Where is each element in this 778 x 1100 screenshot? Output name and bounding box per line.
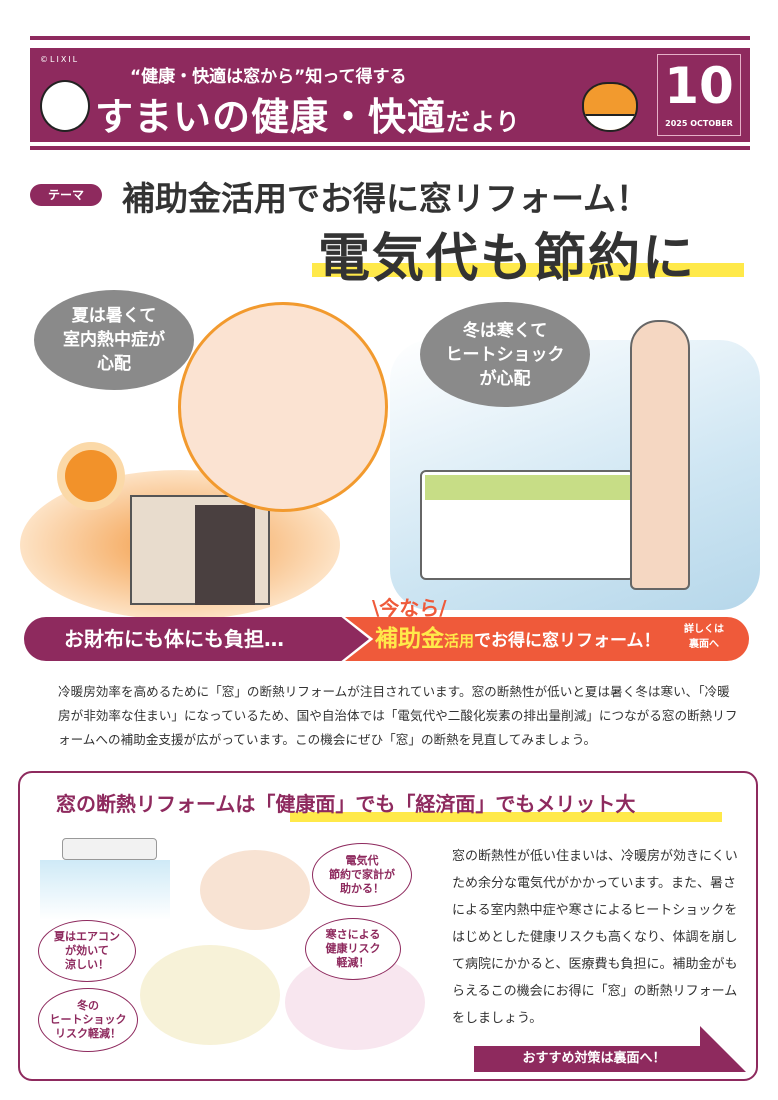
happy-couple-illustration [200,850,310,930]
now-label: \今なら/ [372,596,447,620]
copyright: ©LIXIL [40,55,80,64]
theme-badge: テーマ [30,184,102,206]
merit-box [18,771,758,1081]
bubble-heatshock: 冬の ヒートショック リスク軽減！ [38,988,138,1052]
sun-icon [65,450,117,502]
bath-illustration [140,945,280,1045]
issue-date: 2025 OCTOBER [665,119,733,128]
bubble-health: 寒さによる 健康リスク 軽減！ [305,918,401,980]
title-main: すまいの健康・快適 [95,95,447,139]
frog-mascot-icon [582,82,638,132]
cool-air [40,860,170,920]
chick-mascot-icon [40,80,90,132]
issue-number: 10 [664,57,734,115]
merit-title: 窓の断熱リフォームは「健康面」でも「経済面」でもメリット大 [56,792,636,816]
shivering-man-illustration [630,320,690,590]
newsletter-title: すまいの健康・快適だより [95,86,521,141]
house-dark-wall [195,505,255,605]
subsidy-text: 補助金 [375,626,444,652]
theme-title: 補助金活用でお得に窓リフォーム！ [122,179,650,218]
see-back-note: 詳しくは 裏面へ [684,624,724,650]
highlight-bar [312,263,744,277]
issue-box: 10 2025 OCTOBER [657,54,741,136]
banner-rest: でお得に窓リフォーム！ [474,631,661,651]
bubble-winter: 冬は寒くて ヒートショック が心配 [420,302,590,407]
bath-water [425,475,630,500]
bubble-summer: 夏は暑くて 室内熱中症が 心配 [34,290,194,390]
title-tail: だより [446,108,521,136]
merit-text: 窓の断熱性が低い住まいは、冷暖房が効きにくいため余分な電気代がかかっています。ま… [452,849,738,1026]
banner-subsidy: 補助金活用でお得に窓リフォーム！ [345,617,749,661]
see-back-button[interactable]: おすすめ対策は裏面へ！ [474,1046,714,1072]
bubble-cool: 夏はエアコン が効いて 涼しい！ [38,920,136,982]
theme-subtitle: 電気代も節約に [318,229,697,289]
use-text: 活用 [444,632,475,650]
bubble-savings: 電気代 節約で家計が 助かる！ [312,843,412,907]
header-rule-bottom [30,146,750,150]
header-subtitle: “健康・快適は窓から”知って得する [130,67,407,87]
air-conditioner-illustration [62,838,157,860]
banner-burden: お財布にも体にも負担… [24,617,369,661]
header-rule [30,36,750,40]
elderly-couple-illustration [178,302,388,512]
intro-paragraph: 冷暖房効率を高めるために「窓」の断熱リフォームが注目されています。窓の断熱性が低… [58,684,738,747]
merit-highlight [290,812,722,822]
